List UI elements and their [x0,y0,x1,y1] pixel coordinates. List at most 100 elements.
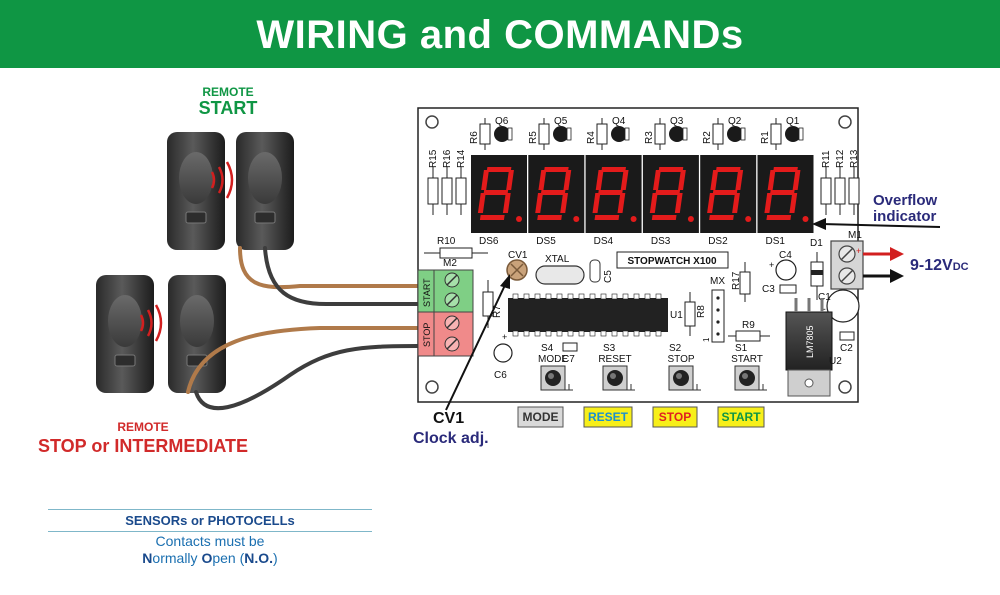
switch-s1-name: START [731,354,763,365]
transistor-q3 [669,126,685,142]
mx-header [711,289,725,343]
wire-start-brown [238,246,420,290]
power-label-sub: DC [953,261,969,273]
command-stop-label: STOP [659,410,691,424]
u2-label: U2 [829,356,842,367]
sensor-ormally: ormally [152,550,202,566]
remote-stop-label-line2: STOP or INTERMEDIATE [38,436,248,456]
sensor-no: N.O. [244,550,274,566]
display-label-ds1: DS1 [766,236,786,247]
switch-s3-id: S3 [603,343,616,354]
sensor-n: N [142,550,153,566]
transistor-q1 [785,126,801,142]
display-label-ds6: DS6 [479,236,499,247]
svg-text:+: + [769,260,774,270]
display-ds3 [642,155,699,233]
c3-label: C3 [762,284,775,295]
command-buttons: MODE RESET STOP START [517,406,765,428]
resistor-label-r4: R4 [586,131,597,144]
r9-label: R9 [742,320,755,331]
resistor-label-r3: R3 [644,131,655,144]
switch-s4-id: S4 [541,343,554,354]
mx-label: MX [710,276,725,287]
sensor-line2: Normally Open (N.O.) [48,550,372,566]
transistor-q2 [727,126,743,142]
board-name: STOPWATCH X100 [627,256,717,267]
command-mode-label: MODE [523,410,559,424]
svg-text:+: + [502,332,507,342]
remote-stop-fob-left [96,275,154,393]
sensor-title: SENSORs or PHOTOCELLs [125,513,295,528]
c4-label: C4 [779,250,792,261]
c5-label: C5 [603,270,614,283]
r15-label: R15 [428,149,439,168]
r16-label: R16 [442,149,453,168]
transistor-label-q3: Q3 [670,116,684,127]
m1-label: M1 [848,230,862,241]
command-stop-button[interactable]: STOP [652,406,698,428]
page-title: WIRING and COMMANDs [256,13,744,57]
display-ds1 [757,155,814,233]
cv1-desc: Clock adj. [413,430,489,447]
title-banner: WIRING and COMMANDs [0,0,1000,68]
r8-label: R8 [696,305,707,318]
d1-label: D1 [810,238,823,249]
r13-label: R13 [849,149,860,168]
mx-pin1-label: 1 [702,337,711,342]
cv1-arrow [445,282,507,411]
power-arrow-black-icon [890,269,904,283]
wire-stop-brown [186,326,420,394]
command-reset-button[interactable]: RESET [583,406,633,428]
display-label-ds2: DS2 [708,236,728,247]
resistor-label-r2: R2 [702,131,713,144]
transistor-label-q1: Q1 [786,116,800,127]
command-start-label: START [721,410,761,424]
c6-label: C6 [494,370,507,381]
r7-label: R7 [492,305,503,318]
remote-start-label-line2: START [199,98,258,118]
overflow-label-line2: indicator [873,208,937,225]
resistor-label-r1: R1 [760,131,771,144]
remote-start-fob-right [236,132,294,250]
c2-label: C2 [840,343,853,354]
power-arrow-red-icon [890,247,904,261]
command-mode-button[interactable]: MODE [517,406,564,428]
r17-label: R17 [731,271,742,290]
sensor-o: O [201,550,213,566]
remote-start-fob-left [167,132,225,250]
display-ds5 [528,155,585,233]
transistor-q4 [611,126,627,142]
display-ds2 [700,155,757,233]
resistor-label-r6: R6 [469,131,480,144]
overflow-label-line1: Overflow [873,192,938,209]
r11-label: R11 [821,150,832,168]
regulator-label: LM7805 [805,325,815,358]
switch-s4-name: MODE [538,354,568,365]
power-label-main: 9-12V [910,257,953,274]
overflow-arrow [821,223,941,228]
display-ds6 [471,155,527,233]
command-start-button[interactable]: START [717,406,765,428]
signal-waves-start-icon [210,161,234,199]
regulator-lm7805 [785,311,833,371]
r12-label: R12 [835,149,846,168]
cv1-label: CV1 [433,410,464,427]
remote-stop-label-line1: REMOTE [117,420,168,434]
microcontroller-u1 [508,298,668,332]
sensor-close: ) [273,550,278,566]
u1-label: U1 [670,310,683,321]
capacitor-c1-icon [826,289,860,323]
m2-label: M2 [443,258,457,269]
sensor-rule-top [48,509,372,510]
sensor-pen: pen ( [212,550,245,566]
switch-s3-name: RESET [598,354,631,365]
switch-s2-name: STOP [667,354,694,365]
right-resistors [820,167,860,215]
transistor-q5 [553,126,569,142]
